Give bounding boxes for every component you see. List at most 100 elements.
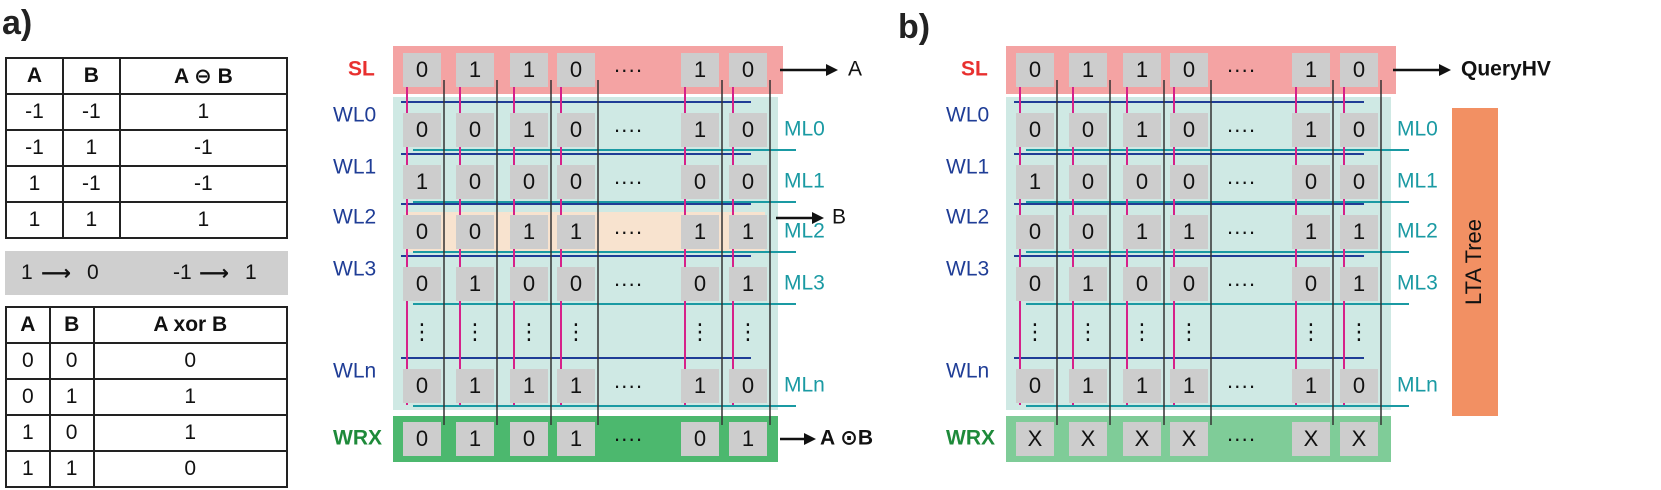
wrx-cell-value: X — [1182, 426, 1197, 451]
memory-cell-value: ⋮ — [1348, 319, 1370, 344]
memory-cell — [729, 215, 767, 249]
memory-cell-value: 0 — [1183, 117, 1195, 142]
word-line-label: WL3 — [333, 258, 376, 281]
memory-cell — [510, 113, 548, 147]
map-left-to: 0 — [87, 261, 99, 284]
sl-cell-value: 0 — [570, 57, 582, 82]
table-cell: 1 — [118, 201, 289, 239]
memory-cell-value: 1 — [523, 117, 535, 142]
panel-label-a: a) — [2, 4, 33, 42]
word-line-label: WL1 — [333, 156, 376, 179]
memory-cell-value: 0 — [1029, 117, 1041, 142]
memory-cell-value: 1 — [1136, 117, 1148, 142]
memory-cell-value: 0 — [1353, 117, 1365, 142]
memory-cell — [403, 165, 441, 199]
memory-cell — [681, 369, 719, 403]
memory-cell-value: ···· — [1226, 271, 1255, 296]
table-cell: 0 — [92, 450, 289, 488]
sl-cell-value: 1 — [1305, 57, 1317, 82]
memory-cell — [1016, 267, 1054, 301]
sl-cell-value: ···· — [613, 57, 642, 82]
memory-cell-value: ⋮ — [411, 319, 433, 344]
memory-cell — [510, 165, 548, 199]
memory-cell-value: ⋮ — [565, 319, 587, 344]
memory-cell-value: 1 — [523, 373, 535, 398]
sl-cell-value: 0 — [1183, 57, 1195, 82]
memory-cell — [1016, 113, 1054, 147]
memory-cell — [1292, 267, 1330, 301]
memory-cell-value: 1 — [1183, 219, 1195, 244]
memory-cell — [510, 215, 548, 249]
memory-cell — [456, 369, 494, 403]
memory-cell — [510, 267, 548, 301]
match-line-label: ML3 — [1397, 272, 1438, 295]
memory-cell-value: ⋮ — [464, 319, 486, 344]
memory-cell-value: 0 — [570, 271, 582, 296]
table-cell: 1 — [92, 378, 289, 416]
wrx-cell-value: 1 — [469, 426, 481, 451]
memory-cell-value: 0 — [469, 117, 481, 142]
wrx-cell-value: 0 — [694, 426, 706, 451]
memory-cell — [1292, 165, 1330, 199]
wrx-cell — [1170, 422, 1208, 456]
map-right-to: 1 — [245, 261, 257, 284]
memory-cell — [1340, 113, 1378, 147]
table-header-row: A B A xor B — [5, 306, 289, 344]
memory-cell — [1123, 267, 1161, 301]
sl-cell — [557, 53, 595, 87]
memory-cell — [1340, 267, 1378, 301]
memory-cell — [1069, 267, 1107, 301]
memory-cell — [1016, 369, 1054, 403]
memory-cell-value: 1 — [694, 373, 706, 398]
memory-cell-value: ···· — [1226, 373, 1255, 398]
memory-cell-value: 1 — [742, 219, 754, 244]
memory-cell — [1016, 165, 1054, 199]
sl-cell — [1170, 53, 1208, 87]
memory-cell — [1016, 215, 1054, 249]
memory-cell-value: ···· — [1226, 169, 1255, 194]
table-cell: -1 — [61, 93, 121, 131]
match-line-label: ML2 — [784, 220, 825, 243]
header-result: A xor B — [92, 306, 289, 344]
memory-cell — [1123, 165, 1161, 199]
memory-cell — [729, 113, 767, 147]
sl-cell — [456, 53, 494, 87]
memory-cell-value: 0 — [1305, 271, 1317, 296]
sl-cell — [729, 53, 767, 87]
memory-cell — [1170, 113, 1208, 147]
memory-cell-value: 0 — [742, 373, 754, 398]
table-cell: 1 — [92, 414, 289, 452]
memory-cell — [1340, 369, 1378, 403]
word-line-label: WL2 — [333, 206, 376, 229]
memory-cell — [681, 113, 719, 147]
memory-cell-value: ···· — [1226, 117, 1255, 142]
wrx-cell-value: 0 — [523, 426, 535, 451]
memory-cell-value: 0 — [1353, 373, 1365, 398]
memory-cell-value: 1 — [416, 169, 428, 194]
table-cell: -1 — [118, 165, 289, 203]
match-line-label: ML1 — [1397, 170, 1438, 193]
memory-cell-value: ⋮ — [1300, 319, 1322, 344]
memory-cell-value: 0 — [1305, 169, 1317, 194]
header-a: A — [5, 306, 51, 344]
word-line-label: WLn — [333, 360, 376, 383]
table-cell: -1 — [118, 129, 289, 167]
memory-cell-value: ···· — [1226, 219, 1255, 244]
match-line-label: ML2 — [1397, 220, 1438, 243]
match-line-label: ML3 — [784, 272, 825, 295]
memory-cell-value: 0 — [523, 169, 535, 194]
memory-cell — [1170, 215, 1208, 249]
wrx-cell-value: 1 — [570, 426, 582, 451]
memory-cell-value: 1 — [1305, 373, 1317, 398]
memory-cell — [1170, 267, 1208, 301]
sl-cell-value: 1 — [1082, 57, 1094, 82]
memory-cell-value: 1 — [742, 271, 754, 296]
sl-output-arrow-head — [826, 64, 838, 76]
lta-tree-label: LTA Tree — [1461, 219, 1486, 305]
lta-tree-block — [1452, 108, 1498, 416]
wrx-cell — [681, 422, 719, 456]
